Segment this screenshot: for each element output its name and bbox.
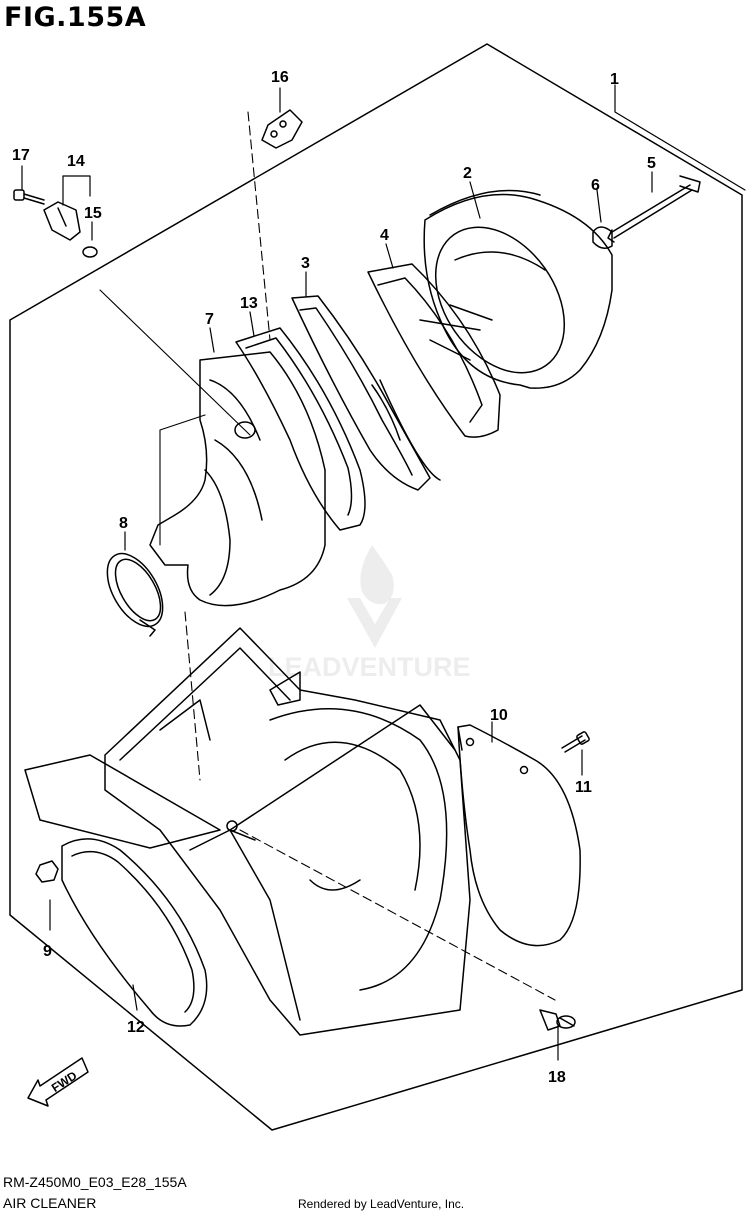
- callout-3: 3: [301, 255, 310, 272]
- part-6-collar: [592, 226, 613, 249]
- callout-9: 9: [43, 943, 52, 960]
- part-15-oring: [82, 246, 98, 258]
- svg-text:LEADVENTURE: LEADVENTURE: [268, 652, 471, 682]
- part-17-bolt: [13, 189, 45, 205]
- part-8-clamp: [106, 552, 164, 637]
- callout-5: 5: [647, 155, 656, 172]
- callout-11: 11: [575, 779, 592, 796]
- part-12-seal: [61, 838, 208, 1027]
- diagram-name: AIR CLEANER: [3, 1195, 97, 1211]
- rendered-by-credit: Rendered by LeadVenture, Inc.: [298, 1197, 465, 1211]
- callout-10: 10: [490, 707, 508, 724]
- part-18-bolt: [539, 1009, 576, 1031]
- callout-4: 4: [380, 227, 389, 244]
- part-5-wing-bolt: [607, 175, 701, 243]
- assembly-frame: [9, 43, 743, 1131]
- part-7-outlet-cap: [149, 351, 326, 607]
- callout-6: 6: [591, 177, 600, 194]
- part-1-air-cleaner-box: [104, 627, 471, 1036]
- callout-1: 1: [610, 71, 619, 88]
- part-13-gasket: [235, 327, 366, 531]
- part-sheet: [24, 754, 221, 849]
- callout-15: 15: [84, 205, 102, 222]
- callout-7: 7: [205, 311, 214, 328]
- diagram-code: RM-Z450M0_E03_E28_155A: [3, 1174, 187, 1190]
- figure-title: FIG.155A: [4, 2, 147, 33]
- fwd-arrow: [27, 1057, 89, 1107]
- part-10-guard: [457, 724, 581, 947]
- part-16-bracket: [261, 109, 303, 149]
- callout-8: 8: [119, 515, 128, 532]
- callout-17: 17: [12, 147, 30, 164]
- part-11-screw: [561, 731, 590, 753]
- leadventure-watermark: LEADVENTURE: [268, 545, 471, 682]
- part-14-clamp: [43, 201, 81, 241]
- fwd-label: FWD: [49, 1068, 80, 1095]
- part-3-filter-frame: [291, 295, 431, 491]
- callout-2: 2: [463, 165, 472, 182]
- callout-18: 18: [548, 1069, 566, 1086]
- callout-12: 12: [127, 1019, 145, 1036]
- callout-14: 14: [67, 153, 85, 170]
- part-9-nut: [35, 860, 59, 883]
- callout-13: 13: [240, 295, 258, 312]
- callout-16: 16: [271, 69, 289, 86]
